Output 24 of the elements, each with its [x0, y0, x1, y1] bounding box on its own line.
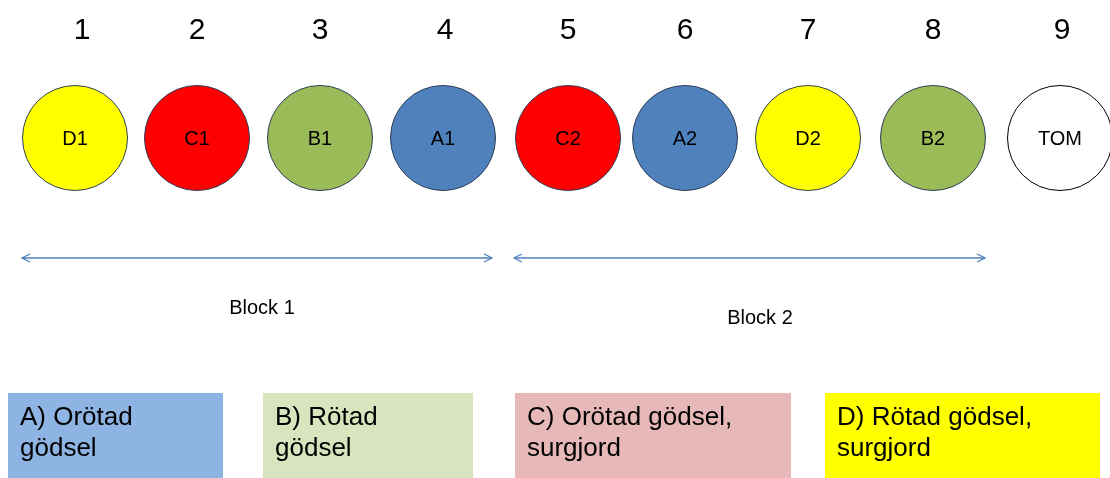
plot-label: C2 — [555, 126, 581, 150]
plot-number: 8 — [924, 12, 942, 46]
plot-label: B1 — [307, 126, 333, 150]
plot-number: 4 — [436, 12, 454, 46]
plot-number: 9 — [1053, 12, 1071, 46]
plot-label: D1 — [62, 126, 88, 150]
block-label: Block 1 — [229, 296, 295, 319]
plot-number: 7 — [799, 12, 817, 46]
plot-number: 5 — [559, 12, 577, 46]
plot-label: B2 — [920, 126, 946, 150]
plot-number: 3 — [311, 12, 329, 46]
plot-label: A1 — [430, 126, 456, 150]
legend-entry: B) Rötad gödsel — [263, 393, 473, 478]
legend-entry: D) Rötad gödsel, surgjord — [825, 393, 1100, 478]
plot-label: D2 — [795, 126, 821, 150]
plot-number: 6 — [676, 12, 694, 46]
plot-number: 2 — [188, 12, 206, 46]
plot-number: 1 — [73, 12, 91, 46]
plot-label: A2 — [672, 126, 698, 150]
block-label: Block 2 — [727, 306, 793, 329]
plot-label: C1 — [184, 126, 210, 150]
plot-label: TOM — [1037, 126, 1083, 150]
legend-entry: C) Orötad gödsel, surgjord — [515, 393, 791, 478]
legend-entry: A) Orötad gödsel — [8, 393, 223, 478]
